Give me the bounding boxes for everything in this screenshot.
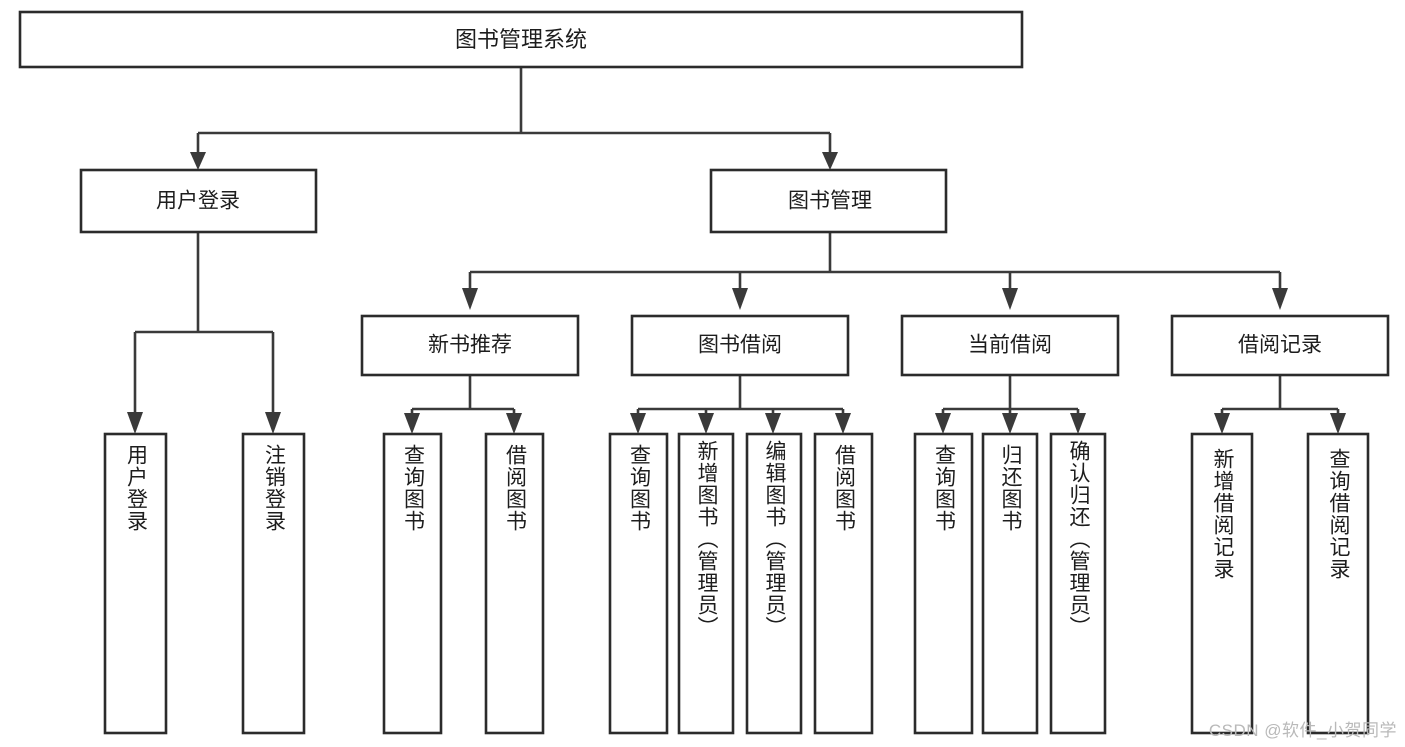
node-current-borrow-box[interactable]	[900, 314, 1120, 377]
node-borrow-record-label: 借阅记录	[1238, 334, 1322, 357]
node-user-login-box[interactable]	[79, 168, 318, 234]
arrowhead-currentborrow-leaf-3	[1070, 413, 1086, 434]
leaf-box-cb-query-book[interactable]	[913, 432, 974, 735]
node-new-book-recommend-box[interactable]	[360, 314, 580, 377]
node-book-management-box[interactable]	[709, 168, 948, 234]
leaf-box-nbr-borrow-book[interactable]	[484, 432, 545, 735]
node-current-borrow[interactable]: 当前借阅	[900, 314, 1120, 377]
arrowhead-newbook-leaf-2	[506, 413, 522, 434]
arrowhead-user-login	[190, 152, 206, 170]
leaf-box-cb-confirm[interactable]	[1049, 432, 1107, 735]
arrowhead-book-mgmt	[822, 152, 838, 170]
node-user-login-label: 用户登录	[156, 190, 240, 213]
node-root[interactable]: 图书管理系统	[18, 10, 1024, 69]
leaf-box-bb-query-book[interactable]	[608, 432, 669, 735]
node-book-borrow[interactable]: 图书借阅	[630, 314, 850, 377]
node-new-book-recommend-label: 新书推荐	[428, 334, 512, 357]
leaf-box-layer	[103, 432, 1370, 735]
leaf-box-br-add-record[interactable]	[1190, 432, 1254, 735]
node-borrow-record[interactable]: 借阅记录	[1170, 314, 1390, 377]
arrowhead-currentborrow-leaf-2	[1002, 413, 1018, 434]
node-borrow-record-box[interactable]	[1170, 314, 1390, 377]
arrowhead-bookborrow-leaf-4	[835, 413, 851, 434]
leaf-box-bb-edit-book[interactable]	[745, 432, 803, 735]
arrowhead-bookborrow-leaf-3	[765, 413, 781, 434]
node-root-label: 图书管理系统	[455, 27, 587, 52]
leaf-box-bb-add-book[interactable]	[677, 432, 735, 735]
arrowhead-leaf-user-login	[127, 412, 143, 434]
node-book-management[interactable]: 图书管理	[709, 168, 948, 234]
node-new-book-recommend[interactable]: 新书推荐	[360, 314, 580, 377]
node-book-borrow-label: 图书借阅	[698, 334, 782, 357]
arrowhead-borrowrecord-leaf-2	[1330, 413, 1346, 434]
node-current-borrow-label: 当前借阅	[968, 334, 1052, 357]
leaf-box-user-login[interactable]	[103, 432, 168, 735]
arrowhead-book-borrow	[732, 288, 748, 310]
arrowhead-newbook-leaf-1	[404, 413, 420, 434]
arrowhead-borrowrecord-leaf-1	[1214, 413, 1230, 434]
arrowhead-bookborrow-leaf-1	[630, 413, 646, 434]
leaf-box-logout[interactable]	[241, 432, 306, 735]
leaf-box-nbr-query-book[interactable]	[382, 432, 443, 735]
node-root-box[interactable]	[18, 10, 1024, 69]
connector-layer	[127, 67, 1346, 434]
leaf-box-bb-borrow-book[interactable]	[813, 432, 874, 735]
arrowhead-bookborrow-leaf-2	[698, 413, 714, 434]
arrowhead-currentborrow-leaf-1	[935, 413, 951, 434]
arrowhead-new-book-recommend	[462, 288, 478, 310]
leaf-box-cb-return-book[interactable]	[981, 432, 1039, 735]
arrowhead-borrow-record	[1272, 288, 1288, 310]
leaf-box-br-query-record[interactable]	[1306, 432, 1370, 735]
node-user-login[interactable]: 用户登录	[79, 168, 318, 234]
watermark-text: CSDN @软件_小贺同学	[1208, 721, 1397, 740]
arrowhead-current-borrow	[1002, 288, 1018, 310]
arrowhead-leaf-logout	[265, 412, 281, 434]
node-book-borrow-box[interactable]	[630, 314, 850, 377]
node-book-management-label: 图书管理	[788, 190, 872, 213]
